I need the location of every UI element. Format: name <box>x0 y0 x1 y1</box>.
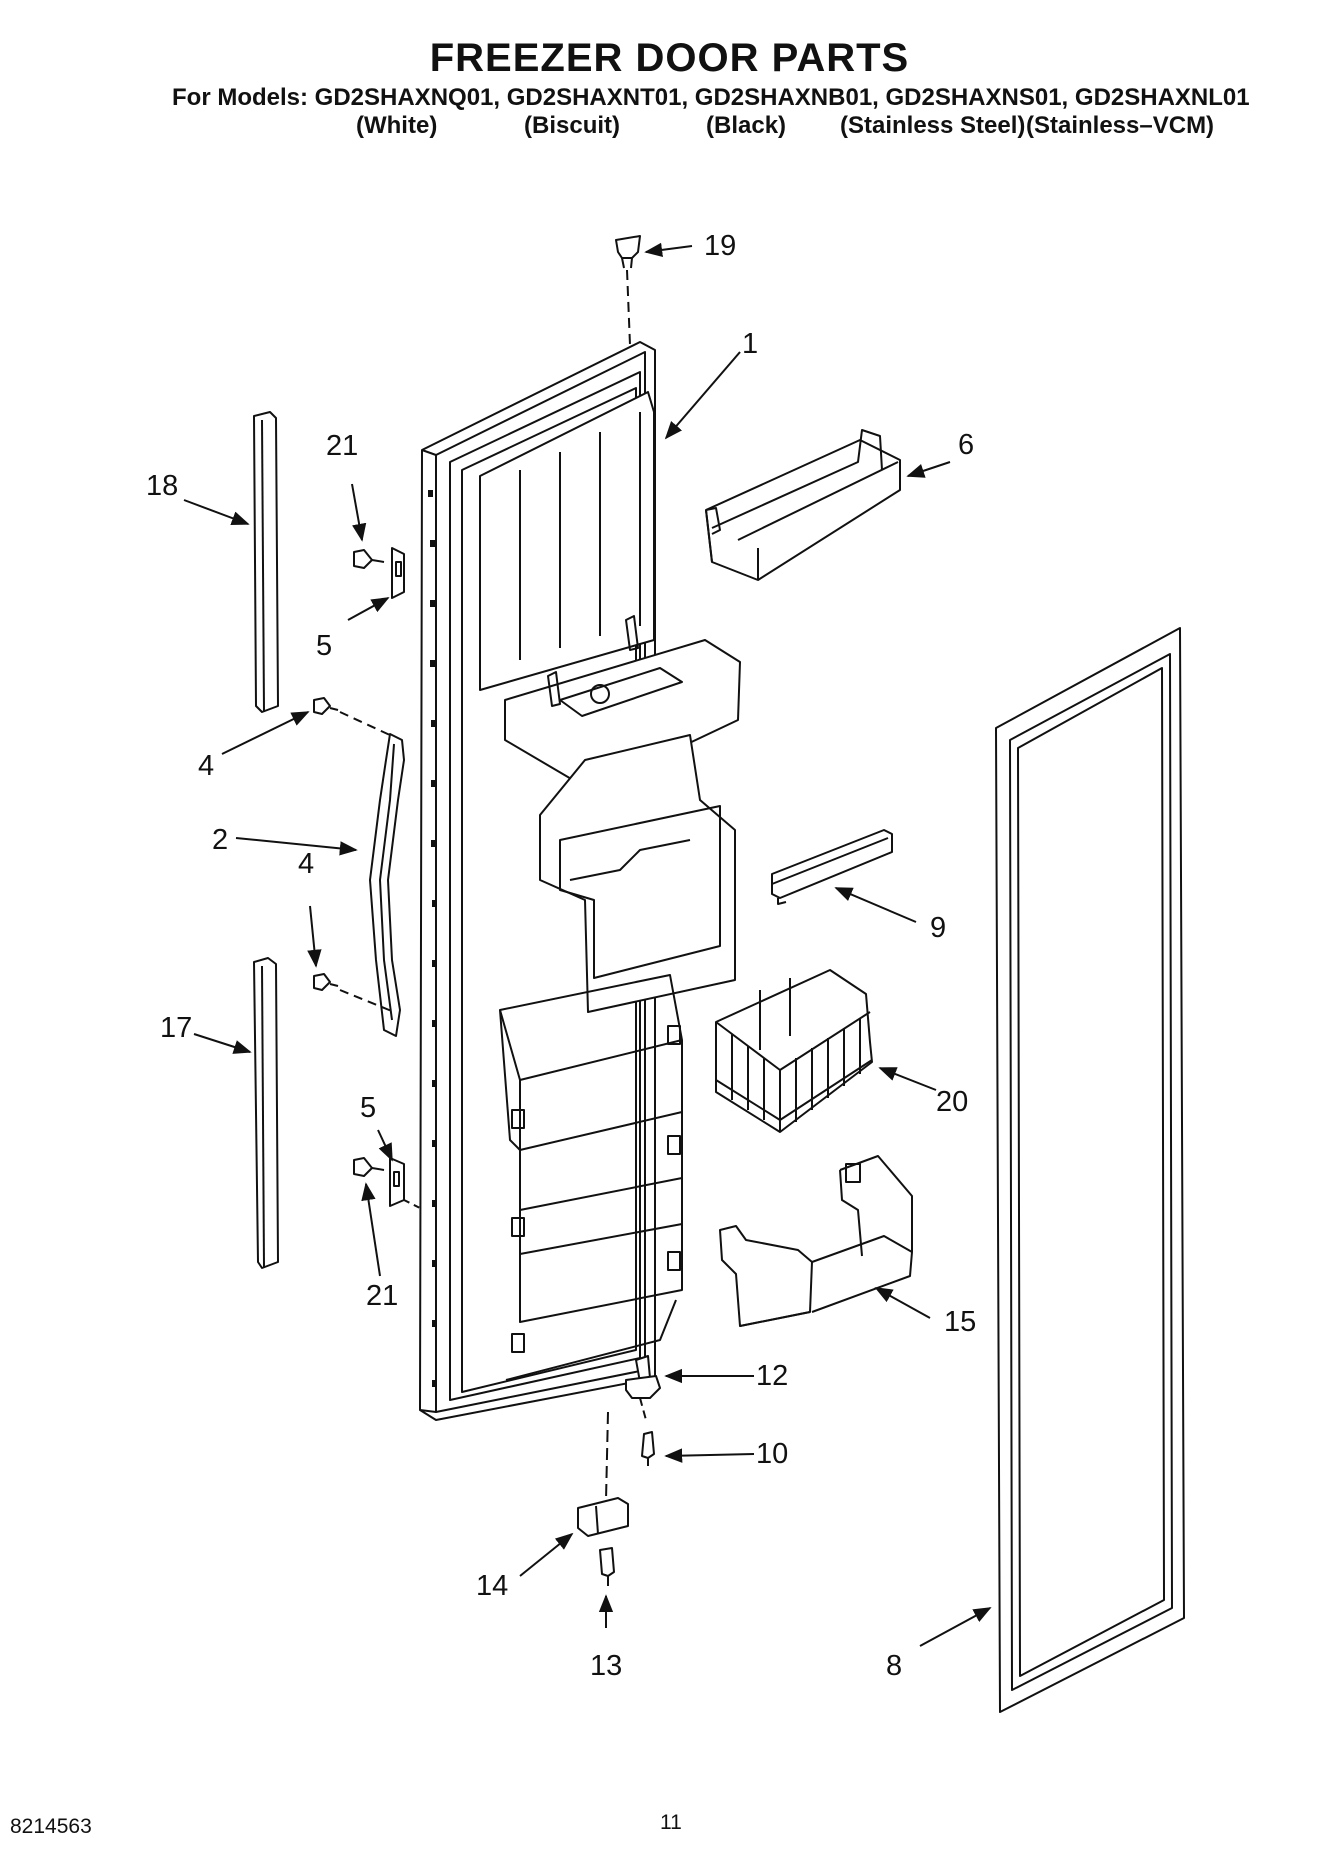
finish-biscuit: (Biscuit) <box>524 112 620 139</box>
page-number: 11 <box>660 1811 682 1834</box>
finish-white: (White) <box>356 112 438 139</box>
callout-6: 6 <box>958 429 975 461</box>
callout-8: 8 <box>886 1650 903 1682</box>
strike-part-5-upper <box>391 547 405 599</box>
gasket-part-8 <box>995 627 1185 1713</box>
callout-21-upper: 21 <box>326 430 359 462</box>
door-bin-part-6 <box>705 429 901 581</box>
callout-10: 10 <box>756 1438 789 1470</box>
callout-17: 17 <box>160 1012 193 1044</box>
models-line: For Models: GD2SHAXNQ01, GD2SHAXNT01, GD… <box>172 84 1250 111</box>
screw-part-4-upper <box>313 697 393 737</box>
finish-stainless-steel: (Stainless Steel) <box>840 112 1026 139</box>
callout-2: 2 <box>212 824 229 856</box>
screw-part-4-lower <box>313 973 395 1013</box>
callout-14: 14 <box>476 1570 509 1602</box>
callout-15: 15 <box>944 1306 977 1338</box>
wire-basket-part-20 <box>715 969 873 1133</box>
door-panel-part-1 <box>419 341 741 1421</box>
door-handle-part-2 <box>369 733 405 1037</box>
part-number-footer: 8214563 <box>10 1815 92 1838</box>
callout-13: 13 <box>590 1650 623 1682</box>
plug-part-19 <box>615 235 641 346</box>
page-title: FREEZER DOOR PARTS <box>429 36 910 80</box>
callout-5-upper: 5 <box>316 630 333 662</box>
callout-4-upper: 4 <box>198 750 215 782</box>
callout-18: 18 <box>146 470 179 502</box>
trim-strip-part-17 <box>253 957 279 1269</box>
callout-19: 19 <box>704 230 737 262</box>
trim-part-9 <box>771 829 893 905</box>
callout-20: 20 <box>936 1086 969 1118</box>
callout-12: 12 <box>756 1360 789 1392</box>
hinge-block-part-14 <box>577 1411 629 1537</box>
callout-4-lower: 4 <box>298 848 315 880</box>
screw-part-13 <box>599 1547 615 1586</box>
callout-21-lower: 21 <box>366 1280 399 1312</box>
callout-1: 1 <box>742 328 759 360</box>
hinge-pin-part-12 <box>625 1340 661 1421</box>
finish-stainless-vcm: (Stainless–VCM) <box>1026 112 1215 139</box>
callout-5-lower: 5 <box>360 1092 377 1124</box>
screw-part-10 <box>641 1431 655 1466</box>
door-bin-part-15 <box>719 1155 913 1327</box>
callout-9: 9 <box>930 912 947 944</box>
screw-part-21-lower <box>353 1157 385 1177</box>
strike-part-5-lower <box>389 1157 421 1209</box>
finish-black: (Black) <box>706 112 787 139</box>
leader-arrows <box>183 242 992 1647</box>
screw-part-21-upper <box>353 549 385 569</box>
trim-strip-part-18 <box>253 411 279 713</box>
